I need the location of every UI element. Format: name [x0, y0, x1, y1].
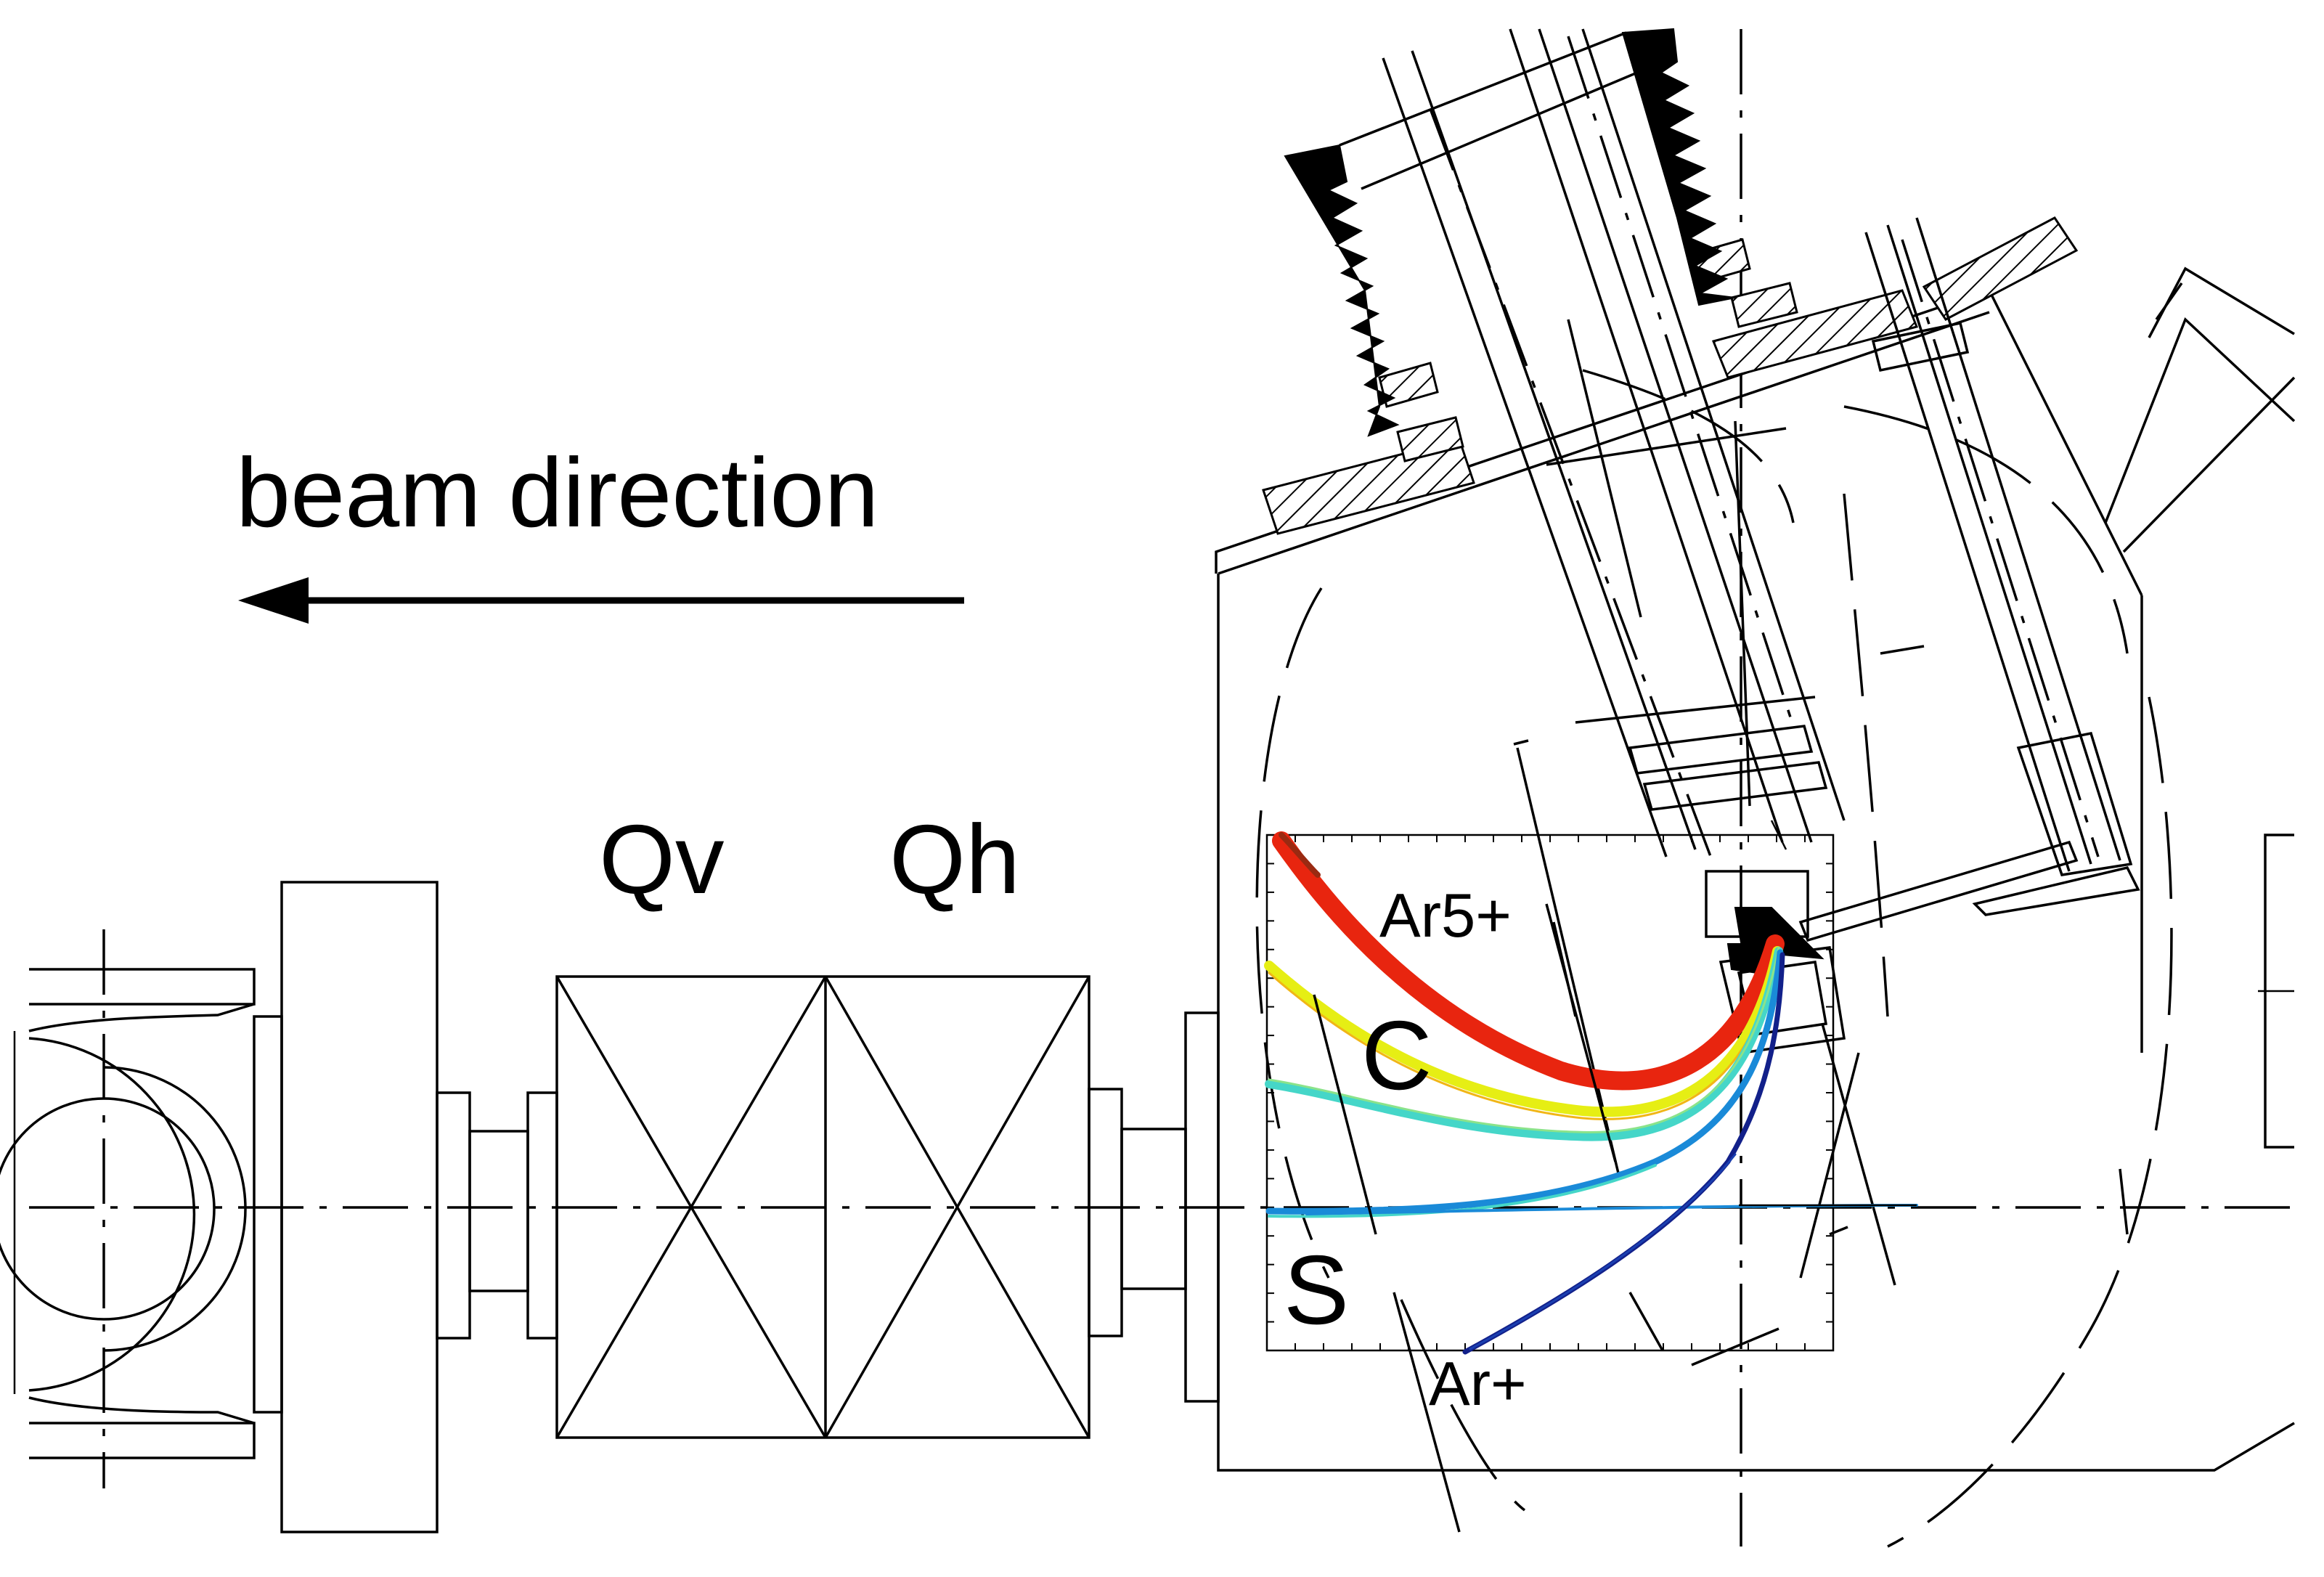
- trajectory-plot: [1264, 831, 1918, 1533]
- manipulator-rods: [1382, 28, 2140, 942]
- ion-trajectories: [1264, 831, 1918, 1355]
- ion-ar1-label: Ar+: [1429, 1350, 1527, 1419]
- vacuum-chamber: [1215, 266, 2296, 1472]
- ion-ar5-label: Ar5+: [1379, 881, 1512, 950]
- beam-direction-label: beam direction: [236, 438, 878, 547]
- target-holder: [1705, 820, 1846, 1054]
- trajectory-ar5: [1272, 831, 1785, 1091]
- magnet-qv-label: Qv: [599, 804, 725, 914]
- chamber-c-label: C: [1361, 1001, 1432, 1110]
- construction-lines: [1513, 319, 2129, 1366]
- magnet-qh-label: Qh: [889, 804, 1020, 914]
- screen-s-label: S: [1284, 1235, 1349, 1345]
- bellows: [1284, 28, 1736, 437]
- pipe-cross-section: [0, 929, 256, 1488]
- beam-direction-arrow-icon: [238, 577, 964, 624]
- top-flanges: [1262, 216, 2079, 535]
